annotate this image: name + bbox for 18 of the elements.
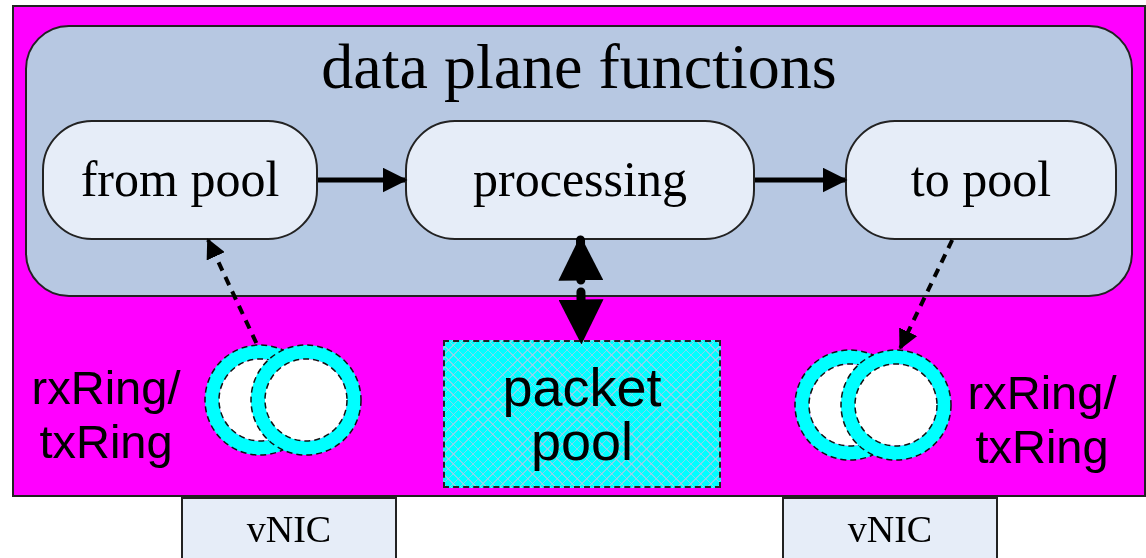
function-panel	[25, 25, 1133, 297]
arrow	[206, 238, 259, 344]
nic-label: vNIC	[246, 506, 332, 551]
arrow	[755, 167, 848, 193]
panel-title: data plane functions	[320, 33, 838, 101]
pool-box	[443, 340, 721, 488]
ring-label: rxRing/ txRing	[30, 360, 182, 470]
arrow	[318, 167, 408, 193]
nic-box	[782, 497, 998, 558]
nic-box	[181, 497, 397, 558]
nic-label: vNIC	[847, 506, 933, 551]
process-box	[845, 120, 1117, 240]
arrow	[898, 239, 954, 350]
process-box	[42, 120, 318, 240]
host-frame	[12, 5, 1146, 497]
ring-label: rxRing/ txRing	[966, 365, 1118, 475]
process-box	[405, 120, 755, 240]
arrow	[558, 235, 604, 345]
